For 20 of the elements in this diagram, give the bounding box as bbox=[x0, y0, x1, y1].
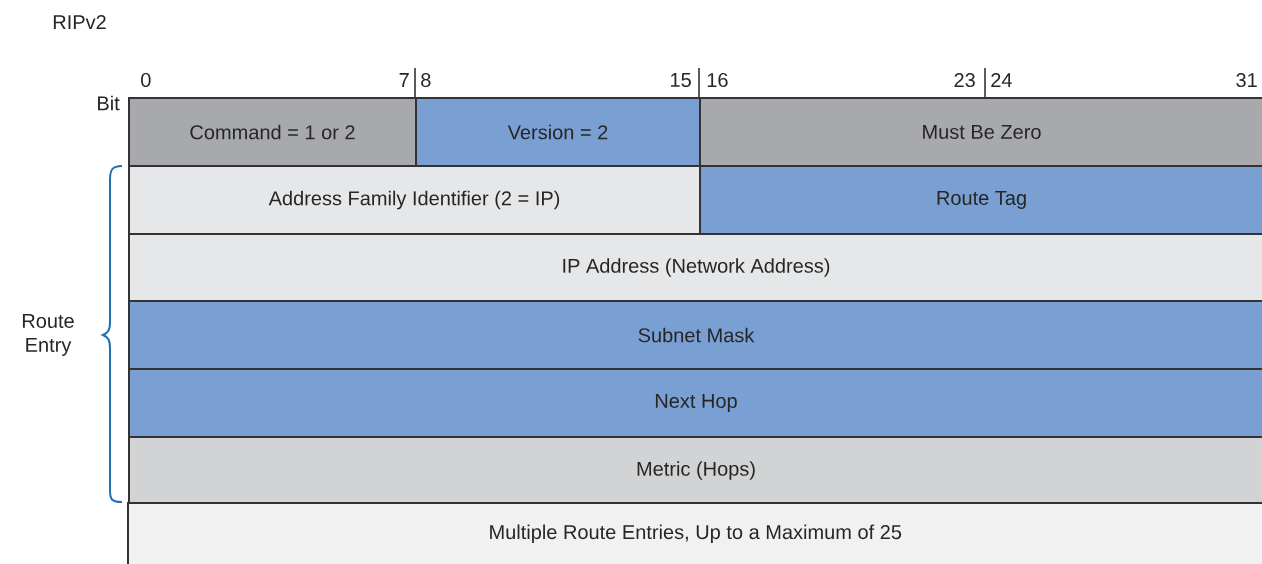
bit-number: 15 bbox=[671, 73, 691, 87]
bit-number: 16 bbox=[707, 72, 728, 88]
bit-number: 7 bbox=[399, 73, 409, 87]
field-cell: Subnet Mask bbox=[128, 300, 1262, 370]
node-label: IP Address (Network Address) bbox=[563, 258, 830, 277]
node-label: Next Hop bbox=[655, 394, 737, 412]
field-cell: Command = 1 or 2 bbox=[128, 97, 417, 167]
bit-number: 8 bbox=[421, 72, 431, 88]
title: RIPv2 bbox=[53, 15, 106, 29]
field-cell: IP Address (Network Address) bbox=[128, 233, 1262, 302]
node-label: Subnet Mask bbox=[638, 327, 755, 343]
field-cell: Multiple Route Entries, Up to a Maximum of 25 bbox=[127, 502, 1262, 564]
field-cell: Version = 2 bbox=[415, 97, 701, 167]
field-cell: Route Tag bbox=[699, 165, 1262, 235]
field-cell: Next Hop bbox=[128, 368, 1262, 438]
bracket-label: Route Entry bbox=[22, 314, 74, 356]
field-cell: Metric (Hops) bbox=[128, 436, 1262, 505]
axis-label: Bit bbox=[98, 95, 120, 111]
field-cell: Address Family Identifier (2 = IP) bbox=[128, 165, 701, 235]
field-cell: Must Be Zero bbox=[699, 97, 1262, 167]
